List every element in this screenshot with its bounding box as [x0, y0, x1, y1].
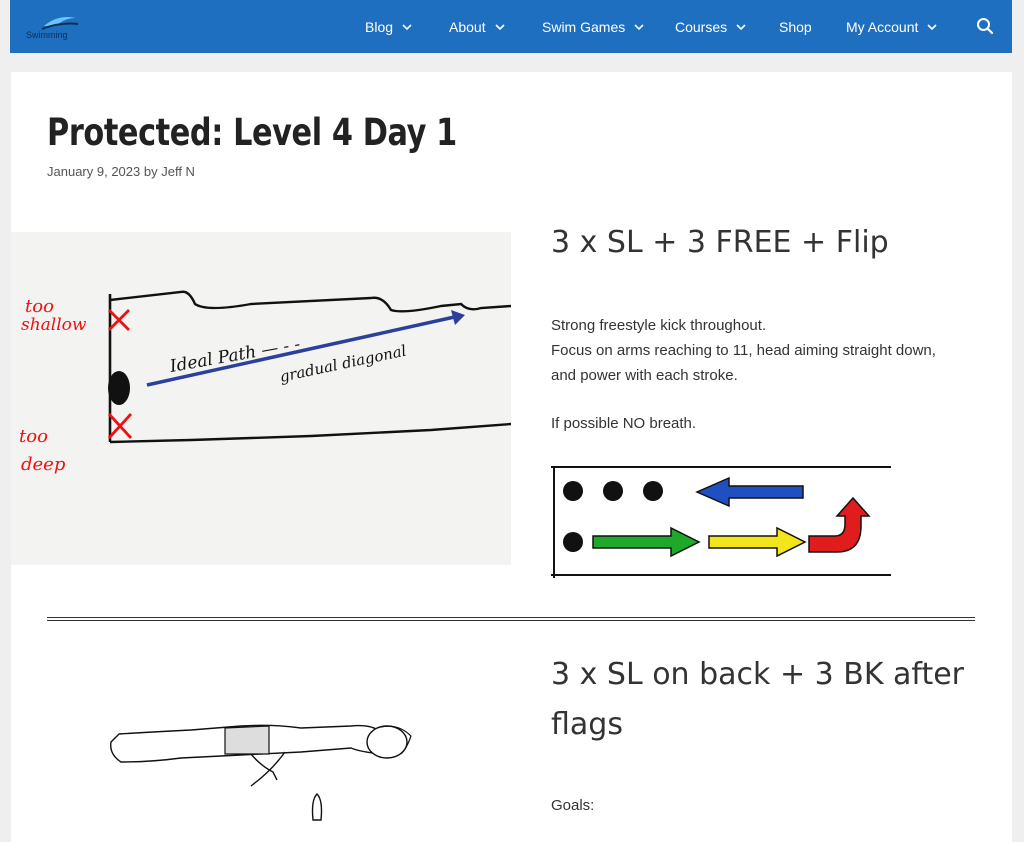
image-label-deep: deep — [21, 454, 66, 475]
logo-text: Swimming — [26, 30, 68, 40]
site-logo[interactable]: Swimming — [24, 10, 90, 44]
goals-label: Goals: — [551, 797, 595, 814]
post-date-link[interactable]: January 9, 2023 — [47, 164, 141, 179]
nav-item-about[interactable]: About — [449, 19, 505, 35]
post-meta: January 9, 2023 by Jeff N — [47, 164, 195, 179]
section-description: Strong freestyle kick throughout. Focus … — [551, 313, 936, 388]
description-line: and power with each stroke. — [551, 367, 738, 384]
top-navigation: Swimming Blog About Swim Games Courses S… — [10, 0, 1012, 53]
nav-item-label: Swim Games — [542, 18, 626, 35]
ideal-path-illustration: too shallow too deep Ideal Path — - - gr… — [11, 232, 511, 565]
chevron-down-icon — [927, 23, 937, 30]
post-by-label: by — [143, 164, 158, 179]
logo-wave-icon — [41, 17, 79, 30]
nav-item-courses[interactable]: Courses — [675, 19, 746, 35]
section-divider — [47, 617, 975, 621]
article-card: Protected: Level 4 Day 1 January 9, 2023… — [11, 72, 1012, 842]
chevron-down-icon — [495, 23, 505, 30]
nav-item-swim-games[interactable]: Swim Games — [542, 19, 644, 35]
back-float-illustration — [110, 724, 412, 821]
nav-item-my-account[interactable]: My Account — [846, 19, 937, 35]
image-label-too: too — [25, 296, 54, 317]
chevron-down-icon — [736, 23, 746, 30]
stroke-sequence-diagram — [551, 466, 891, 578]
section-heading: 3 x SL on back + 3 BK after flags — [551, 650, 964, 750]
image-label-shallow: shallow — [21, 315, 87, 335]
section-heading-line: 3 x SL on back + 3 BK after — [551, 657, 964, 692]
section-heading: 3 x SL + 3 FREE + Flip — [551, 225, 889, 260]
chevron-down-icon — [634, 23, 644, 30]
nav-item-label: Courses — [675, 18, 728, 35]
description-line: Strong freestyle kick throughout. — [551, 317, 767, 334]
nav-item-label: About — [449, 18, 486, 35]
section-heading-line: flags — [551, 707, 623, 742]
search-icon[interactable] — [976, 17, 994, 35]
nav-item-blog[interactable]: Blog — [365, 19, 412, 35]
nav-item-label: My Account — [846, 18, 919, 35]
page-title: Protected: Level 4 Day 1 — [47, 111, 457, 154]
description-line: Focus on arms reaching to 11, head aimin… — [551, 342, 936, 359]
nav-item-label: Blog — [365, 18, 394, 35]
image-label-too: too — [19, 426, 48, 447]
section-note: If possible NO breath. — [551, 415, 697, 432]
post-author-link[interactable]: Jeff N — [161, 164, 195, 179]
nav-item-label: Shop — [779, 18, 812, 35]
nav-item-shop[interactable]: Shop — [779, 19, 812, 35]
chevron-down-icon — [402, 23, 412, 30]
